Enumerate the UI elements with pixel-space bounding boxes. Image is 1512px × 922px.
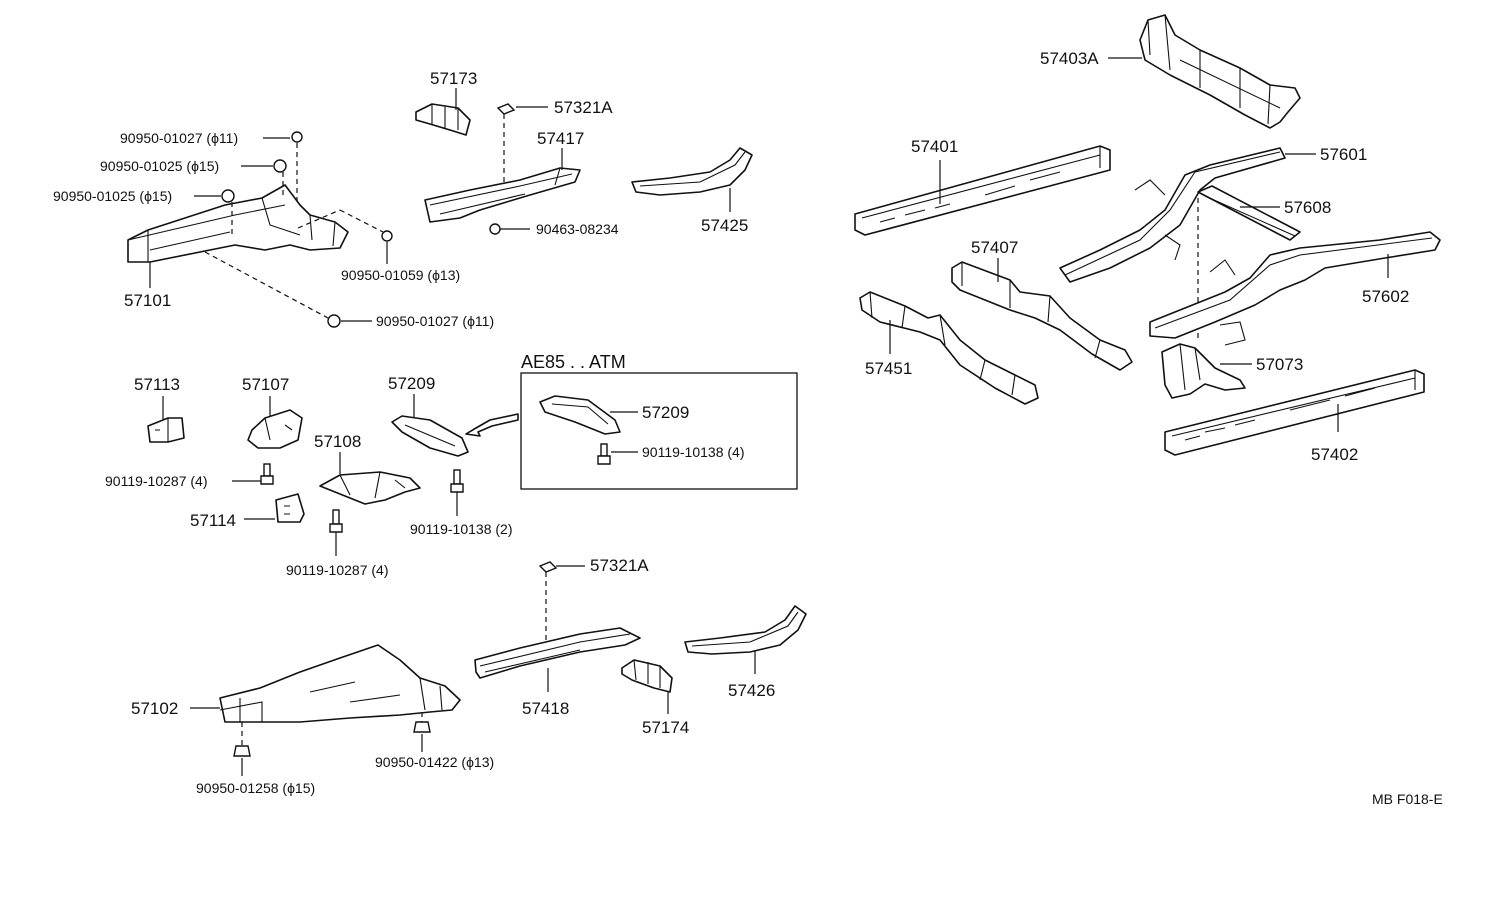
label-57114: 57114 [190, 511, 236, 530]
part-57174 [621, 659, 673, 693]
part-57209-inset [539, 395, 621, 435]
bolt-90119-10138-a [450, 469, 464, 516]
inset-title: AE85 . . ATM [521, 352, 626, 372]
part-57108 [319, 471, 421, 505]
part-57401 [854, 145, 1111, 236]
label-57425: 57425 [701, 216, 748, 235]
label-57402: 57402 [1311, 445, 1358, 464]
label-57418: 57418 [522, 699, 569, 718]
part-57426 [684, 605, 807, 655]
label-57417: 57417 [537, 129, 584, 148]
label-57401: 57401 [911, 137, 958, 156]
part-57102 [219, 644, 461, 723]
inset-ae85-atm [520, 372, 798, 490]
inset-arrow [465, 413, 519, 437]
fastener-90950-01027-top [263, 131, 303, 205]
label-57608: 57608 [1284, 198, 1331, 217]
part-57173 [415, 103, 471, 136]
part-57209 [391, 415, 469, 457]
part-57114 [275, 493, 305, 523]
label-57073: 57073 [1256, 355, 1303, 374]
fastener-90950-01025-b [194, 189, 235, 238]
label-57601: 57601 [1320, 145, 1367, 164]
label-57102: 57102 [131, 699, 178, 718]
label-90119-10138-a: 90119-10138 (2) [410, 521, 512, 537]
label-57321a-bottom: 57321A [590, 556, 649, 575]
part-57425 [631, 147, 753, 196]
label-57113: 57113 [134, 375, 180, 394]
label-90119-10287-a: 90119-10287 (4) [105, 473, 207, 489]
fastener-90463-08234 [489, 223, 530, 235]
reference-code: MB F018-E [1372, 791, 1443, 807]
bolt-90119-10138-inset [597, 443, 638, 465]
label-90463-08234: 90463-08234 [536, 221, 619, 237]
label-57107: 57107 [242, 375, 289, 394]
fastener-90950-01025-a [241, 159, 287, 196]
label-57108: 57108 [314, 432, 361, 451]
label-90950-01025-b: 90950-01025 (ϕ15) [53, 188, 172, 204]
part-57403a [1139, 14, 1301, 129]
part-57407 [951, 261, 1133, 371]
label-57403a: 57403A [1040, 49, 1099, 68]
part-57418 [474, 627, 641, 679]
label-57451: 57451 [865, 359, 912, 378]
label-57174: 57174 [642, 718, 689, 737]
fastener-90950-01027-bottom [204, 251, 372, 328]
label-57407: 57407 [971, 238, 1018, 257]
label-90119-10138-inset: 90119-10138 (4) [642, 444, 744, 460]
part-57451 [859, 291, 1039, 405]
part-57073 [1161, 343, 1246, 399]
nut-90950-01422 [413, 712, 431, 752]
part-57602 [1149, 231, 1441, 346]
label-90119-10287-b: 90119-10287 (4) [286, 562, 388, 578]
label-57173: 57173 [430, 69, 477, 88]
part-57113 [147, 417, 185, 443]
label-90950-01027-b: 90950-01027 (ϕ11) [376, 313, 494, 329]
part-57608 [1197, 185, 1301, 241]
label-57209-inset: 57209 [642, 403, 689, 422]
part-57417 [424, 167, 581, 223]
nut-90950-01258 [233, 722, 251, 776]
label-57602: 57602 [1362, 287, 1409, 306]
label-90950-01027-a: 90950-01027 (ϕ11) [120, 130, 238, 146]
label-57101: 57101 [124, 291, 171, 310]
bolt-90119-10287-a [232, 463, 274, 485]
part-57101 [127, 184, 349, 263]
label-90950-01258: 90950-01258 (ϕ15) [196, 780, 315, 796]
label-90950-01059: 90950-01059 (ϕ13) [341, 267, 460, 283]
fastener-90950-01059 [297, 209, 393, 264]
part-57321a-bottom [538, 561, 585, 640]
label-57321a-top: 57321A [554, 98, 613, 117]
label-57426: 57426 [728, 681, 775, 700]
part-57402 [1164, 369, 1425, 456]
part-57321a-top [496, 103, 548, 190]
part-57107 [247, 409, 303, 449]
label-90950-01422: 90950-01422 (ϕ13) [375, 754, 494, 770]
bolt-90119-10287-b [329, 509, 343, 556]
label-90950-01025-a: 90950-01025 (ϕ15) [100, 158, 219, 174]
part-57601 [1059, 147, 1286, 283]
label-57209: 57209 [388, 374, 435, 393]
